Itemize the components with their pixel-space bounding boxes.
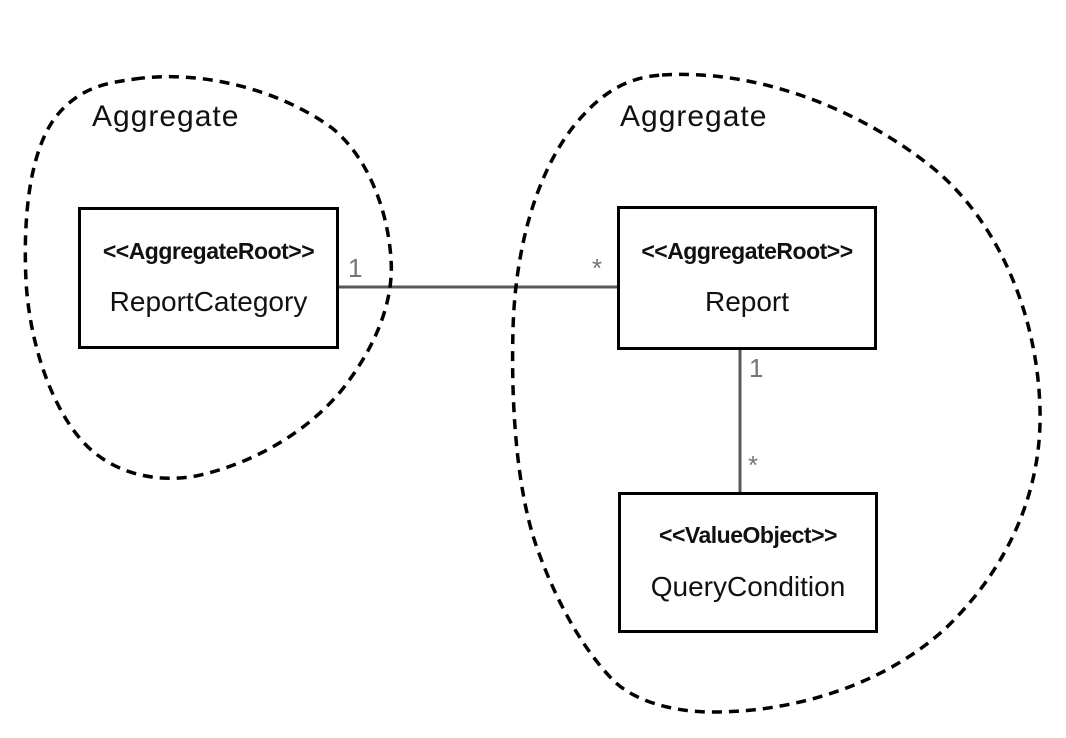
stereotype-label: <<AggregateRoot>> — [102, 237, 315, 264]
multiplicity-querycondition-end: * — [748, 450, 759, 480]
right-aggregate-boundary — [510, 72, 1042, 714]
multiplicity-report-source-end: 1 — [749, 353, 764, 383]
class-box-report: <<AggregateRoot>> Report — [617, 206, 877, 350]
right-aggregate-label: Aggregate — [620, 100, 768, 133]
stereotype-label: <<ValueObject>> — [659, 522, 837, 549]
class-name-label: ReportCategory — [109, 286, 308, 318]
multiplicity-report-end: * — [592, 253, 603, 283]
stereotype-label: <<AggregateRoot>> — [641, 237, 853, 264]
multiplicity-reportcategory-end: 1 — [348, 253, 363, 283]
class-name-label: Report — [704, 286, 790, 318]
left-aggregate-boundary — [23, 74, 394, 480]
class-name-label: QueryCondition — [650, 570, 846, 602]
left-aggregate-label: Aggregate — [92, 100, 240, 133]
class-box-querycondition: <<ValueObject>> QueryCondition — [618, 492, 878, 633]
class-box-reportcategory: <<AggregateRoot>> ReportCategory — [78, 207, 339, 349]
